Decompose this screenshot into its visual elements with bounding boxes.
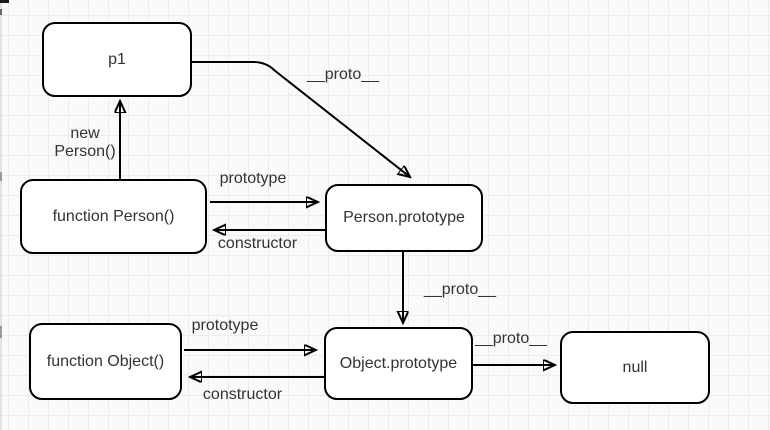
screen-edge-artifact-3: [0, 326, 2, 338]
node-object-prototype[interactable]: Object.prototype: [324, 327, 473, 400]
node-null[interactable]: null: [560, 331, 710, 404]
node-function-person[interactable]: function Person(): [20, 179, 207, 254]
screen-edge-artifact-strip: [0, 0, 2, 430]
screen-edge-artifact-2: [0, 172, 2, 181]
screen-edge-artifact-1: [0, 9, 2, 15]
arrow-proto-p1-to-person-prototype[interactable]: [192, 61, 410, 177]
node-p1[interactable]: p1: [42, 22, 192, 97]
screen-edge-artifact-corner: [0, 0, 9, 3]
node-function-object[interactable]: function Object(): [29, 323, 182, 400]
node-person-prototype[interactable]: Person.prototype: [325, 184, 483, 252]
